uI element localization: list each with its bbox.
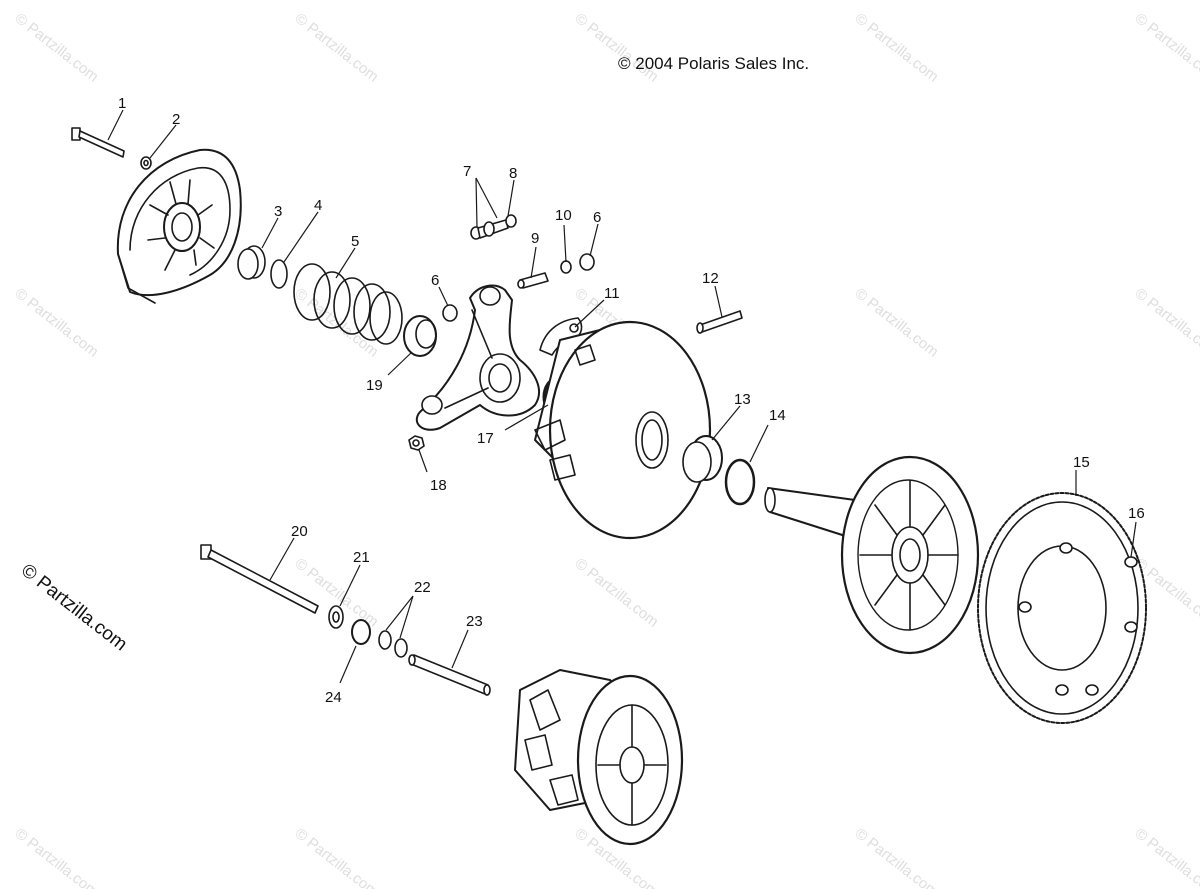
part-o-rings-22[interactable] <box>378 630 408 658</box>
part-sleeve-23[interactable] <box>408 654 491 696</box>
callout-21[interactable]: 21 <box>353 549 370 566</box>
callout-12[interactable]: 12 <box>702 270 719 287</box>
part-spring[interactable] <box>293 263 403 345</box>
callout-1[interactable]: 1 <box>118 95 126 112</box>
callout-22[interactable]: 22 <box>414 579 431 596</box>
callout-13[interactable]: 13 <box>734 391 751 408</box>
callout-8[interactable]: 8 <box>509 165 517 182</box>
part-cap-6b[interactable] <box>579 253 595 271</box>
callout-20[interactable]: 20 <box>291 523 308 540</box>
callout-7[interactable]: 7 <box>463 163 471 180</box>
part-screws[interactable] <box>1018 542 1138 696</box>
part-spider[interactable] <box>415 284 540 431</box>
part-bushing-24[interactable] <box>351 619 371 645</box>
part-spring-seat[interactable] <box>403 315 437 357</box>
part-pin[interactable] <box>470 214 517 240</box>
callout-2[interactable]: 2 <box>172 111 180 128</box>
part-lock-washer[interactable] <box>328 605 344 629</box>
callout-5[interactable]: 5 <box>351 233 359 250</box>
callout-4[interactable]: 4 <box>314 197 322 214</box>
callout-19[interactable]: 19 <box>366 377 383 394</box>
part-cap-6a[interactable] <box>442 304 458 322</box>
part-ring-14[interactable] <box>724 458 756 506</box>
part-washer[interactable] <box>140 156 152 170</box>
part-nut[interactable] <box>408 435 425 451</box>
callout-23[interactable]: 23 <box>466 613 483 630</box>
callout-9[interactable]: 9 <box>531 230 539 247</box>
part-fixed-sheave[interactable] <box>764 455 980 655</box>
part-ring-gear[interactable] <box>977 492 1147 724</box>
callout-14[interactable]: 14 <box>769 407 786 424</box>
part-bolt-long[interactable] <box>71 127 125 158</box>
part-spider-cover[interactable] <box>116 148 242 304</box>
part-roller-pin[interactable] <box>517 272 549 289</box>
part-snap-ring[interactable] <box>270 259 288 289</box>
callout-11[interactable]: 11 <box>604 285 620 302</box>
part-roller-washer[interactable] <box>560 260 572 274</box>
callout-10[interactable]: 10 <box>555 207 572 224</box>
part-clutch-assembly[interactable] <box>514 669 684 846</box>
part-bushing-13[interactable] <box>682 435 723 483</box>
callout-17[interactable]: 17 <box>477 430 494 447</box>
part-moveable-sheave[interactable] <box>534 320 712 540</box>
part-shoulder-bolt[interactable] <box>696 310 743 334</box>
part-bolt-20[interactable] <box>200 544 319 614</box>
callout-6b[interactable]: 6 <box>593 209 601 226</box>
callout-15[interactable]: 15 <box>1073 454 1090 471</box>
callout-16[interactable]: 16 <box>1128 505 1145 522</box>
callout-3[interactable]: 3 <box>274 203 282 220</box>
copyright-notice: © 2004 Polaris Sales Inc. <box>618 54 810 73</box>
callout-24[interactable]: 24 <box>325 689 342 706</box>
callout-6a[interactable]: 6 <box>431 272 439 289</box>
callout-18[interactable]: 18 <box>430 477 447 494</box>
part-bushing[interactable] <box>237 245 266 280</box>
